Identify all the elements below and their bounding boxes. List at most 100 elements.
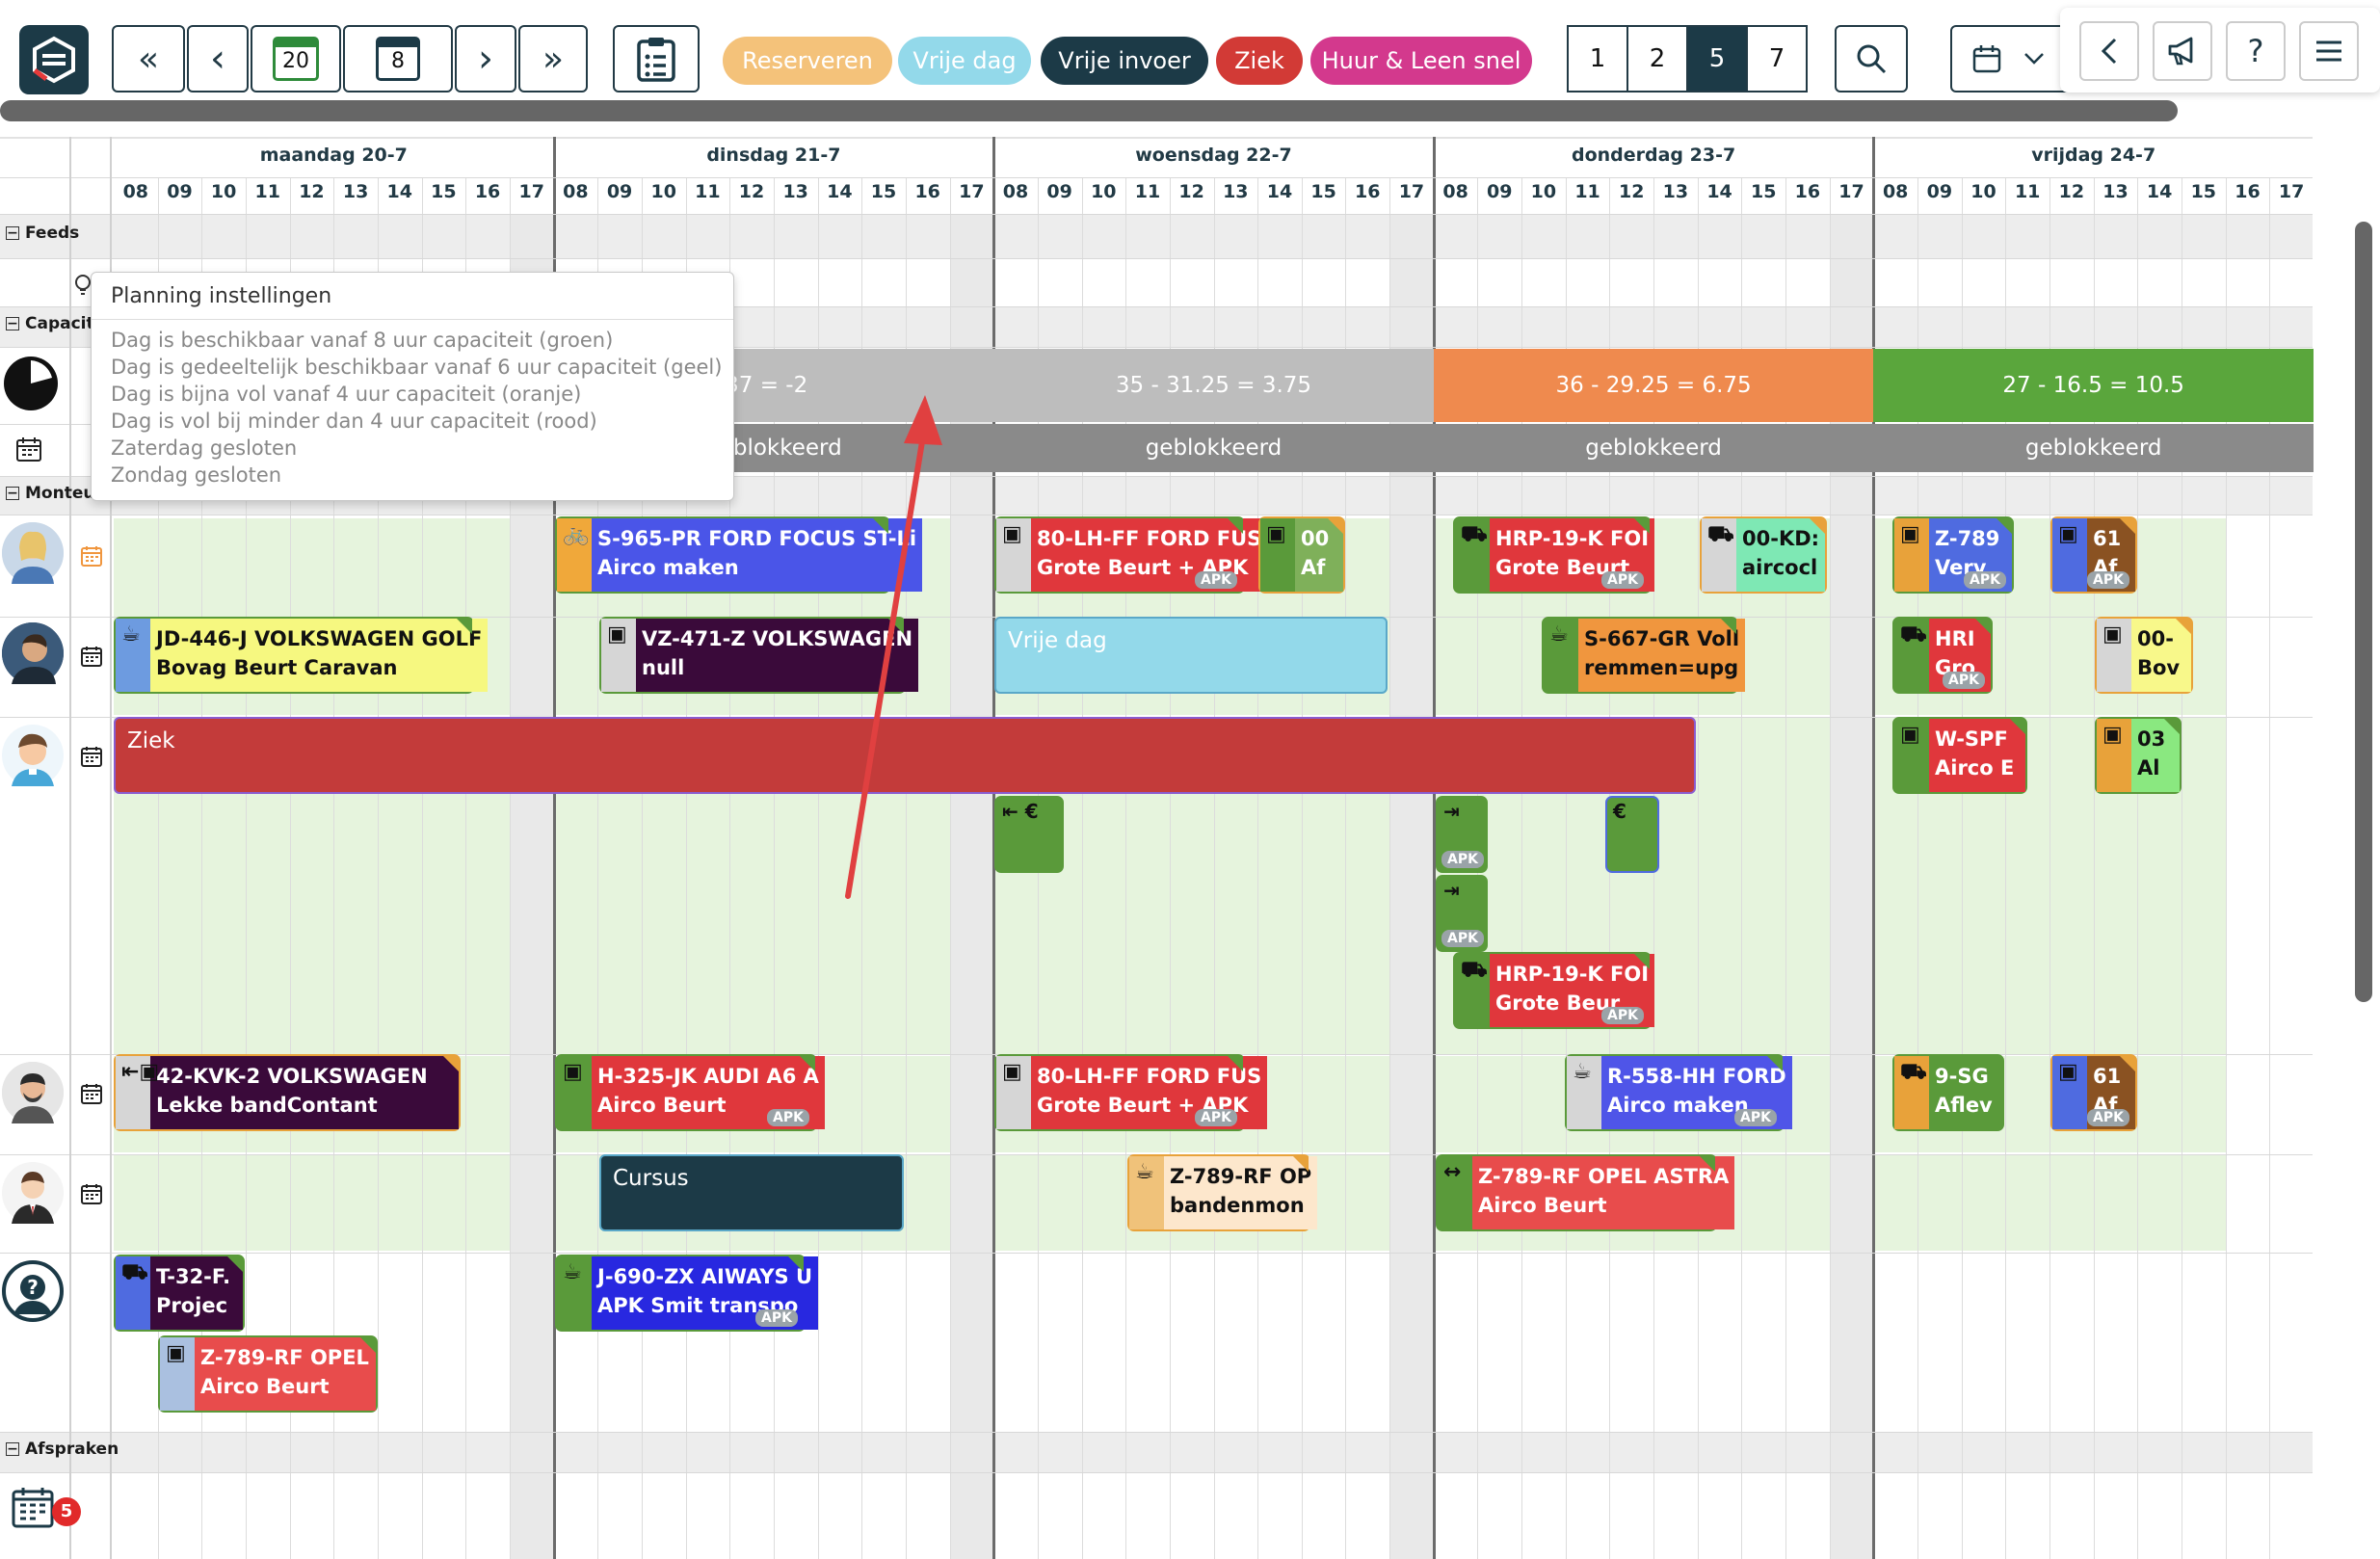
today-button[interactable]: 20 bbox=[251, 25, 341, 92]
menu-button[interactable] bbox=[2299, 21, 2359, 81]
week-button[interactable]: 8 bbox=[343, 25, 453, 92]
calendar-icon[interactable] bbox=[15, 436, 42, 462]
day-header[interactable]: vrijdag 24-7 bbox=[2031, 145, 2156, 166]
capacity-cell[interactable]: 27 - 16.5 = 10.5 bbox=[1873, 349, 2314, 422]
avatar[interactable] bbox=[2, 1162, 64, 1224]
filter-button-3[interactable]: Ziek bbox=[1216, 37, 1303, 85]
available-slot[interactable] bbox=[114, 518, 510, 617]
filter-button-1[interactable]: Vrije dag bbox=[898, 37, 1031, 85]
blocked-cell[interactable]: geblokkeerd bbox=[1433, 424, 1874, 472]
appointment-card[interactable]: ⛟00-KD:aircocl bbox=[1700, 516, 1827, 594]
lightbulb-icon[interactable] bbox=[73, 274, 93, 297]
filter-button-0[interactable]: Reserveren bbox=[723, 37, 892, 85]
blocked-cell[interactable]: geblokkeerd bbox=[993, 424, 1434, 472]
days-5-button[interactable]: 5 bbox=[1686, 25, 1748, 92]
card-title: 61 bbox=[2093, 527, 2122, 550]
blocked-cell[interactable]: geblokkeerd bbox=[1873, 424, 2314, 472]
day-header[interactable]: donderdag 23-7 bbox=[1571, 145, 1736, 166]
app-logo[interactable] bbox=[19, 25, 89, 94]
day-header[interactable]: dinsdag 21-7 bbox=[706, 145, 841, 166]
filter-button-2[interactable]: Vrije invoer bbox=[1041, 37, 1208, 85]
appointment-card[interactable]: ▣00-Bov bbox=[2095, 617, 2193, 694]
vrije-dag-block[interactable]: Vrije dag bbox=[994, 617, 1388, 694]
cursus-block[interactable]: Cursus bbox=[599, 1154, 904, 1231]
appointment-card[interactable]: ⛟T-32-F.Projec bbox=[114, 1255, 245, 1332]
days-2-button[interactable]: 2 bbox=[1626, 25, 1688, 92]
collapse-button[interactable] bbox=[2079, 21, 2139, 81]
appointments-section-label[interactable]: −Afspraken bbox=[6, 1440, 119, 1459]
nav-last-button[interactable]: » bbox=[518, 25, 588, 92]
nav-first-button[interactable]: « bbox=[112, 25, 185, 92]
hour-label: 09 bbox=[606, 181, 633, 202]
avatar[interactable] bbox=[2, 622, 64, 684]
calendar-icon[interactable] bbox=[81, 746, 102, 767]
capacity-section-label[interactable]: −Capacite bbox=[6, 314, 106, 333]
avatar[interactable]: ? bbox=[2, 1260, 64, 1322]
hour-label: 09 bbox=[167, 181, 193, 202]
ziek-block[interactable]: Ziek bbox=[114, 717, 1696, 794]
days-7-button[interactable]: 7 bbox=[1746, 25, 1808, 92]
calendar-icon[interactable] bbox=[81, 1183, 102, 1204]
calendar-icon[interactable] bbox=[81, 646, 102, 667]
appointment-card[interactable]: ⇤ € bbox=[994, 796, 1064, 873]
appointments-calendar-icon[interactable] bbox=[12, 1486, 54, 1528]
avatar[interactable] bbox=[2, 1062, 64, 1123]
clipboard-button[interactable] bbox=[613, 25, 700, 92]
hour-gridline bbox=[1917, 177, 1919, 1559]
day-header[interactable]: woensdag 22-7 bbox=[1135, 145, 1292, 166]
card-title: Z-789-RF OP bbox=[1170, 1165, 1312, 1188]
hour-label: 09 bbox=[1926, 181, 1953, 202]
mechanics-section-label[interactable]: −Monteur bbox=[6, 484, 103, 503]
tooltip-title: Planning instellingen bbox=[111, 284, 332, 308]
calendar-icon[interactable] bbox=[81, 1083, 102, 1104]
day-header[interactable]: maandag 20-7 bbox=[259, 145, 408, 166]
announcements-button[interactable] bbox=[2153, 21, 2212, 81]
appointment-card[interactable]: ⇥APK bbox=[1436, 875, 1488, 952]
avatar[interactable] bbox=[2, 725, 64, 786]
hour-label: 11 bbox=[695, 181, 721, 202]
filter-button-4[interactable]: Huur & Leen snel bbox=[1310, 37, 1532, 85]
appointment-card[interactable]: € bbox=[1605, 796, 1659, 873]
capacity-cell[interactable]: 36 - 29.25 = 6.75 bbox=[1433, 349, 1874, 422]
available-slot[interactable] bbox=[114, 1154, 510, 1251]
appointment-card[interactable]: ⇥APK bbox=[1436, 796, 1488, 873]
days-1-button[interactable]: 1 bbox=[1567, 25, 1628, 92]
feeds-section-label[interactable]: −Feeds bbox=[6, 224, 80, 243]
available-slot[interactable] bbox=[1873, 1154, 2226, 1251]
hour-gridline bbox=[1301, 177, 1303, 1559]
horizontal-scrollbar[interactable] bbox=[0, 100, 2178, 121]
help-button[interactable]: ? bbox=[2226, 21, 2286, 81]
capacity-cell[interactable]: 35 - 31.25 = 3.75 bbox=[993, 349, 1434, 422]
avatar[interactable] bbox=[2, 522, 64, 584]
calendar-icon[interactable] bbox=[81, 545, 102, 567]
nav-next-button[interactable]: › bbox=[455, 25, 516, 92]
search-button[interactable] bbox=[1835, 25, 1908, 92]
vertical-scrollbar[interactable] bbox=[2355, 222, 2372, 1002]
nav-prev-button[interactable]: ‹ bbox=[187, 25, 249, 92]
